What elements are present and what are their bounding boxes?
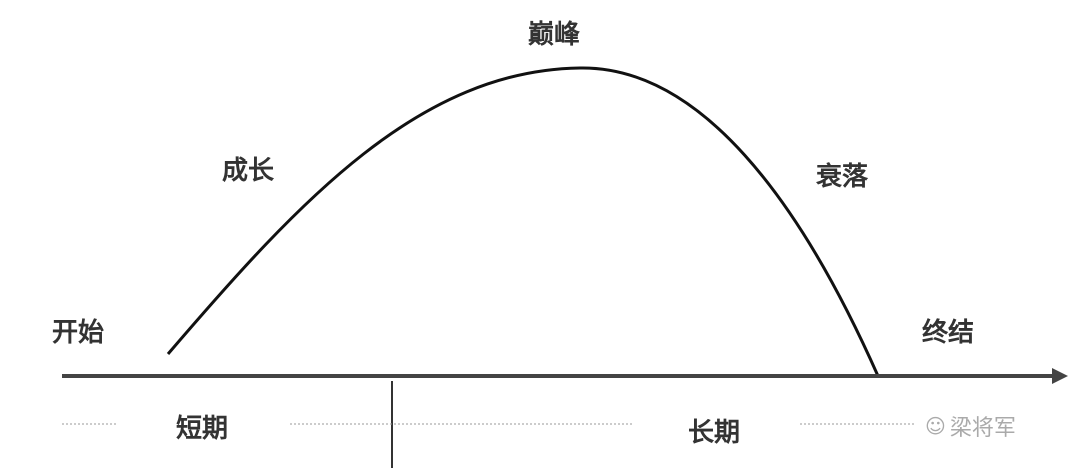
label-end: 终结 — [922, 318, 975, 348]
watermark-text: 梁将军 — [949, 416, 1016, 441]
label-start: 开始 — [52, 318, 105, 348]
wechat-icon: ☺ — [925, 414, 946, 438]
label-peak: 巅峰 — [528, 20, 581, 50]
watermark: ☺ 梁将军 — [925, 410, 1016, 442]
label-short-term: 短期 — [176, 414, 229, 444]
axis-arrow-icon — [1052, 368, 1068, 384]
lifecycle-curve — [166, 66, 880, 377]
label-decline: 衰落 — [816, 162, 869, 192]
label-growth: 成长 — [222, 156, 275, 186]
label-long-term: 长期 — [688, 418, 741, 448]
